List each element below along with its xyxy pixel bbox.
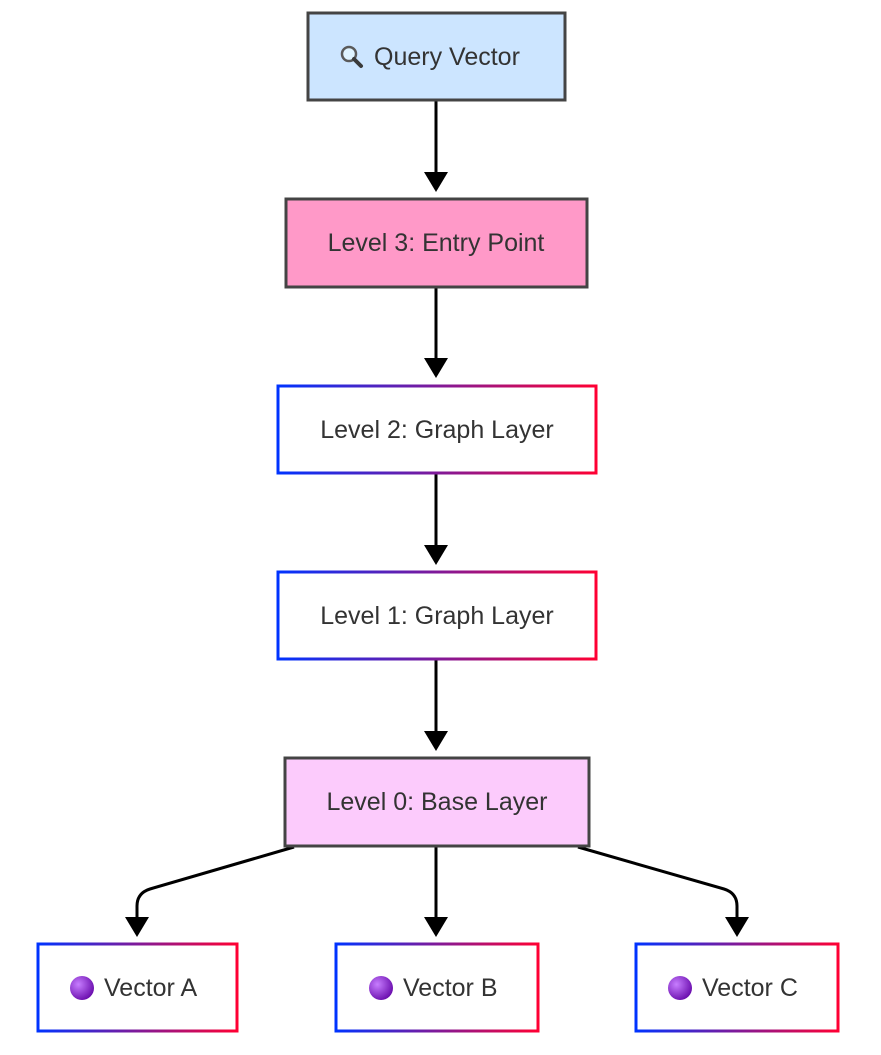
node-label: Level 1: Graph Layer: [320, 602, 553, 630]
node-label: Vector C: [702, 974, 798, 1002]
edge-level0-to-vector-a: [135, 845, 295, 920]
node-vector-a: Vector A: [36, 942, 239, 1033]
node-label: Level 3: Entry Point: [328, 229, 545, 257]
arrowhead: [424, 358, 448, 378]
arrowhead: [424, 545, 448, 565]
arrowhead: [424, 731, 448, 751]
node-label: Level 2: Graph Layer: [320, 416, 553, 444]
node-label: Vector A: [104, 974, 197, 1002]
magnifier-icon: [340, 45, 363, 68]
node-level-2: Level 2: Graph Layer: [276, 384, 598, 475]
purple-circle-icon: [70, 976, 94, 1000]
purple-circle-icon: [369, 976, 393, 1000]
node-label: Query Vector: [374, 43, 520, 71]
arrowhead: [125, 917, 149, 937]
edge-level0-to-vector-c: [577, 845, 739, 920]
arrowhead: [424, 172, 448, 192]
node-level-1: Level 1: Graph Layer: [276, 570, 598, 661]
node-level-0: Level 0: Base Layer: [283, 756, 591, 848]
arrowhead: [725, 917, 749, 937]
edges: [125, 101, 749, 937]
purple-circle-icon: [668, 976, 692, 1000]
node-vector-c: Vector C: [634, 942, 840, 1033]
node-label: Level 0: Base Layer: [327, 788, 548, 816]
node-level-3: Level 3: Entry Point: [284, 197, 589, 289]
arrowhead: [424, 917, 448, 937]
node-query-vector: Query Vector: [306, 11, 567, 102]
node-label: Vector B: [403, 974, 498, 1002]
node-vector-b: Vector B: [334, 942, 540, 1033]
